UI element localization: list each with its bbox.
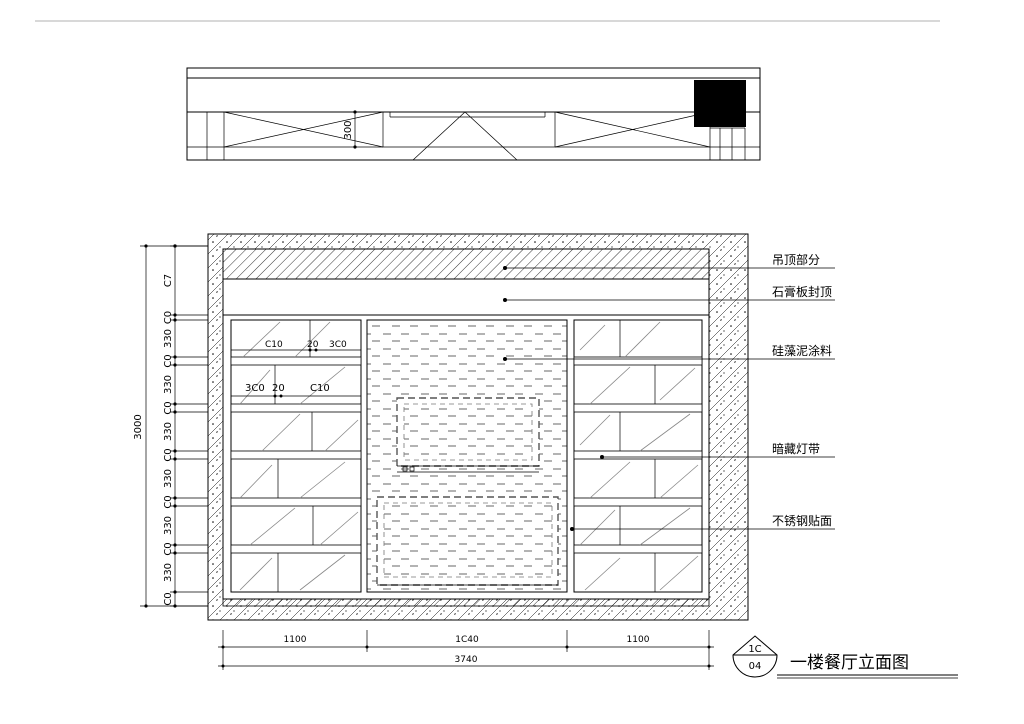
drawing-title: 一楼餐厅立面图 [790,653,909,673]
material-callouts: 吊顶部分 石膏板封顶 硅藻泥涂料 暗藏灯带 不锈钢贴面 [503,252,835,531]
shelf-board [573,497,703,507]
height-dimension-label: C0 [163,354,174,367]
dimension-dot [173,504,177,508]
shelf-board [573,356,703,366]
dimension-dot [173,551,177,555]
shelf-board [230,544,362,554]
height-dimension-label: 330 [163,422,174,441]
center-feature-wall [366,319,568,593]
title-block: 1C 04 一楼餐厅立面图 [732,635,958,679]
shelf-dim-1a: C10 [265,340,283,350]
dimension-dot [173,244,177,248]
shelf-board [230,356,362,366]
dimension-dot [173,313,177,317]
dimension-dot [173,318,177,322]
plan-dimension-300: 300 [343,120,354,139]
height-dimension-label: 330 [163,516,174,535]
height-dimension-label: 330 [163,329,174,348]
height-dimension-label: 330 [163,469,174,488]
dimension-dot [173,363,177,367]
height-dimension-label: C0 [163,542,174,555]
dimension-dot [173,604,177,608]
height-dimension-label: C0 [163,448,174,461]
dimension-dot [173,355,177,359]
index-symbol-bottom: 04 [749,661,762,672]
callout-gypsum: 石膏板封顶 [772,284,832,299]
bottom-dim-total: 3740 [455,655,478,665]
height-dimension-label: 330 [163,563,174,582]
shelf-board [573,450,703,460]
total-height-dimension: 3000 [133,414,144,439]
height-dimension-label: C0 [163,592,174,605]
shelf-board [573,544,703,554]
dimension-dot [173,410,177,414]
dimension-dot [173,543,177,547]
left-glass-shelf-unit [230,319,362,593]
shelf-dimensions: C10 20 3C0 3C0 20 C10 [231,340,361,398]
dimension-dot [173,402,177,406]
bottom-dim-center: 1C40 [455,635,479,645]
shelf-board [230,450,362,460]
shelf-dim-2a: 3C0 [245,383,265,394]
bottom-dim-left: 1100 [284,635,307,645]
shelf-board [230,497,362,507]
ceiling-plan-view: 300 [186,67,761,161]
index-symbol-top: 1C [748,644,761,655]
shelf-board [573,403,703,413]
callout-hidden-light: 暗藏灯带 [772,441,820,456]
callout-ceiling: 吊顶部分 [772,252,820,267]
height-dimension-label: C0 [163,495,174,508]
shelf-dim-1b: 20 [307,340,319,350]
right-glass-shelf-unit [573,319,703,593]
callout-diatom-paint: 硅藻泥涂料 [772,343,832,358]
height-dimension-label: C0 [163,311,174,324]
dimension-dot [173,457,177,461]
shelf-dim-1c: 3C0 [329,340,347,350]
dimension-dot [173,590,177,594]
shelf-dim-2b: 20 [272,383,285,394]
dimension-dot [173,449,177,453]
height-dimension-label: C7 [163,274,174,287]
bottom-dim-right: 1100 [627,635,650,645]
bottom-dimension-chain: 1100 1C40 1100 3740 [218,630,714,670]
callout-steel-finish: 不锈钢贴面 [772,514,832,528]
shelf-dim-2c: C10 [310,383,330,394]
dimension-dot [173,496,177,500]
height-dimension-label: C0 [163,401,174,414]
height-dimension-label: 330 [163,375,174,394]
shelf-board [230,403,362,413]
